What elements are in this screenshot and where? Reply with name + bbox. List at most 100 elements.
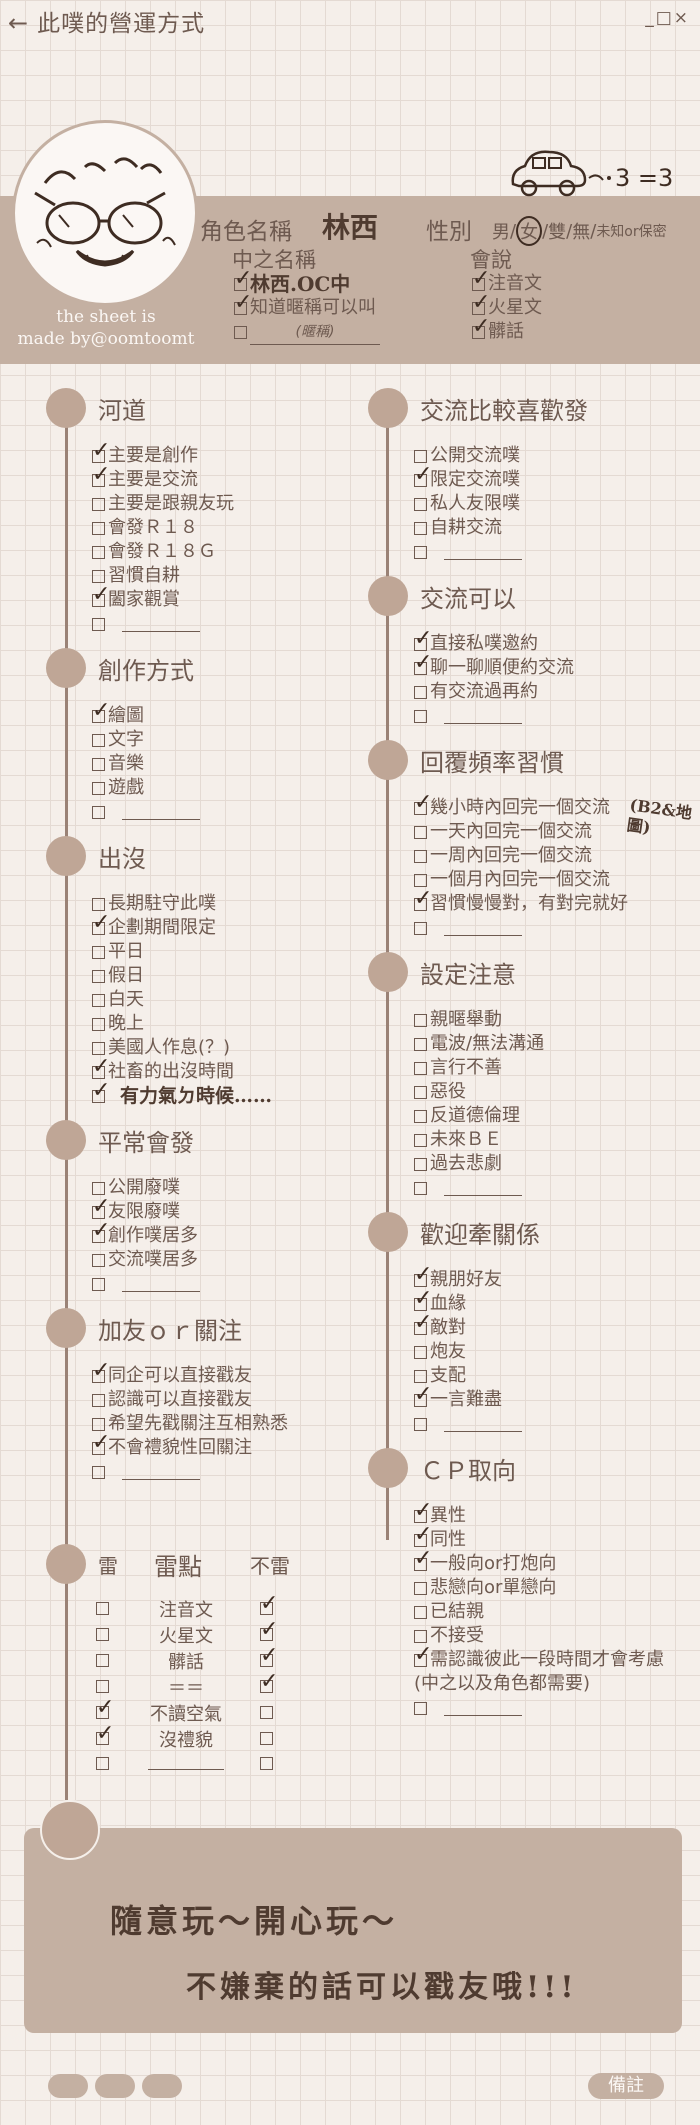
checkbox-icon[interactable] (92, 1253, 105, 1267)
checkbox-icon[interactable] (92, 1465, 105, 1479)
blank-field[interactable] (122, 617, 200, 632)
checkbox-icon[interactable] (472, 291, 490, 315)
checkbox-option[interactable]: 敵對 (414, 1311, 698, 1340)
checkbox-option[interactable]: 美國人作息(？) (92, 1036, 346, 1060)
zh-option[interactable]: 林西.OC中 (234, 267, 380, 296)
not-thunder-checkbox-icon[interactable] (260, 1756, 273, 1770)
window-controls[interactable]: _□× (645, 8, 690, 28)
checkbox-option[interactable]: 惡役 (414, 1080, 698, 1104)
checkbox-option[interactable]: 一言難盡 (414, 1383, 698, 1412)
thunder-checkbox-icon[interactable] (96, 1695, 114, 1720)
blank-field[interactable] (444, 1181, 522, 1196)
checkbox-icon[interactable] (92, 969, 105, 983)
blank-field[interactable] (122, 805, 200, 820)
checkbox-icon[interactable] (92, 1431, 110, 1455)
gender-both[interactable]: 雙 (548, 222, 567, 243)
checkbox-icon[interactable] (92, 1277, 105, 1291)
checkbox-icon[interactable] (414, 1345, 427, 1359)
checkbox-icon[interactable] (92, 583, 110, 607)
checkbox-option[interactable] (92, 1460, 346, 1484)
page-dot-3[interactable] (142, 2074, 182, 2098)
checkbox-option[interactable] (414, 1696, 698, 1720)
checkbox-icon[interactable] (414, 685, 427, 699)
checkbox-icon[interactable] (92, 1079, 110, 1103)
checkbox-option[interactable]: 平日 (92, 940, 346, 964)
checkbox-option[interactable] (92, 612, 346, 636)
checkbox-option[interactable]: 主要是交流 (92, 463, 346, 492)
checkbox-icon[interactable] (414, 463, 432, 487)
checkbox-icon[interactable] (414, 791, 432, 815)
checkbox-icon[interactable] (414, 449, 427, 463)
checkbox-icon[interactable] (414, 521, 427, 535)
checkbox-option[interactable]: 同性 (414, 1523, 698, 1552)
checkbox-option[interactable]: 一個月內回完一個交流 (414, 868, 698, 892)
checkbox-icon[interactable] (414, 627, 432, 651)
checkbox-option[interactable]: 闔家觀賞 (92, 583, 346, 612)
checkbox-option[interactable]: 習慣自耕 (92, 564, 346, 588)
checkbox-icon[interactable] (92, 1195, 110, 1219)
checkbox-icon[interactable] (92, 1219, 110, 1243)
checkbox-option[interactable]: 文字 (92, 728, 346, 752)
checkbox-icon[interactable] (92, 569, 105, 583)
checkbox-icon[interactable] (414, 1629, 427, 1643)
nickname-field[interactable]: (暱稱) (250, 320, 380, 345)
checkbox-option[interactable] (414, 540, 698, 564)
checkbox-option[interactable]: 不接受 (414, 1624, 698, 1648)
checkbox-option[interactable]: 社畜的出沒時間 (92, 1055, 346, 1084)
checkbox-icon[interactable] (92, 1393, 105, 1407)
blank-field[interactable] (444, 1417, 522, 1432)
not-thunder-checkbox-icon[interactable] (260, 1669, 278, 1694)
checkbox-icon[interactable] (414, 545, 427, 559)
checkbox-icon[interactable] (414, 709, 427, 723)
checkbox-option[interactable]: 企劃期間限定 (92, 911, 346, 940)
checkbox-icon[interactable] (414, 651, 432, 675)
page-dot-1[interactable] (48, 2074, 88, 2098)
checkbox-icon[interactable] (414, 1311, 432, 1335)
checkbox-icon[interactable] (92, 699, 110, 723)
checkbox-icon[interactable] (414, 1109, 427, 1123)
checkbox-option[interactable] (414, 704, 698, 728)
gender-none[interactable]: 無 (572, 222, 591, 243)
checkbox-icon[interactable] (92, 805, 105, 819)
checkbox-icon[interactable] (92, 1417, 105, 1431)
blank-field[interactable] (148, 1755, 224, 1770)
not-thunder-checkbox-icon[interactable] (260, 1643, 278, 1668)
checkbox-icon[interactable] (92, 1181, 105, 1195)
checkbox-icon[interactable] (92, 897, 105, 911)
checkbox-option[interactable]: 創作噗居多 (92, 1219, 346, 1248)
checkbox-icon[interactable] (92, 781, 105, 795)
checkbox-option[interactable]: 公開交流噗 (414, 444, 698, 468)
checkbox-option[interactable]: 電波/無法溝通 (414, 1032, 698, 1056)
zh-option[interactable]: 知道暱稱可以叫 (234, 291, 380, 320)
checkbox-icon[interactable] (92, 757, 105, 771)
checkbox-icon[interactable] (472, 315, 490, 339)
checkbox-icon[interactable] (414, 849, 427, 863)
checkbox-option[interactable]: 需認識彼此一段時間才會考慮 (414, 1643, 698, 1672)
checkbox-option[interactable]: 同企可以直接戳友 (92, 1359, 346, 1388)
checkbox-icon[interactable] (414, 1061, 427, 1075)
checkbox-option[interactable]: 反道德倫理 (414, 1104, 698, 1128)
checkbox-option[interactable]: 幾小時內回完一個交流 (414, 791, 698, 820)
checkbox-icon[interactable] (414, 873, 427, 887)
checkbox-icon[interactable] (414, 497, 427, 511)
checkbox-icon[interactable] (92, 1359, 110, 1383)
checkbox-option[interactable]: 已結親 (414, 1600, 698, 1624)
checkbox-option[interactable]: 有交流過再約 (414, 680, 698, 704)
checkbox-option[interactable]: (中之以及角色都需要) (414, 1672, 698, 1696)
blank-field[interactable] (444, 1701, 522, 1716)
checkbox-icon[interactable] (414, 1085, 427, 1099)
blank-field[interactable] (444, 709, 522, 724)
checkbox-option[interactable]: 會發Ｒ１８ (92, 516, 346, 540)
checkbox-icon[interactable] (414, 1013, 427, 1027)
checkbox-option[interactable]: 主要是跟親友玩 (92, 492, 346, 516)
checkbox-option[interactable]: 遊戲 (92, 776, 346, 800)
checkbox-option[interactable] (414, 1176, 698, 1200)
checkbox-option[interactable]: 悲戀向or單戀向 (414, 1576, 698, 1600)
checkbox-icon[interactable] (234, 291, 252, 315)
gender-options[interactable]: 男/女/雙/無/未知or保密 (492, 216, 667, 246)
checkbox-option[interactable]: 一周內回完一個交流 (414, 844, 698, 868)
checkbox-option[interactable]: 直接私噗邀約 (414, 627, 698, 656)
checkbox-option[interactable]: 白天 (92, 988, 346, 1012)
not-thunder-checkbox-icon[interactable] (260, 1705, 273, 1719)
checkbox-icon[interactable] (414, 1287, 432, 1311)
